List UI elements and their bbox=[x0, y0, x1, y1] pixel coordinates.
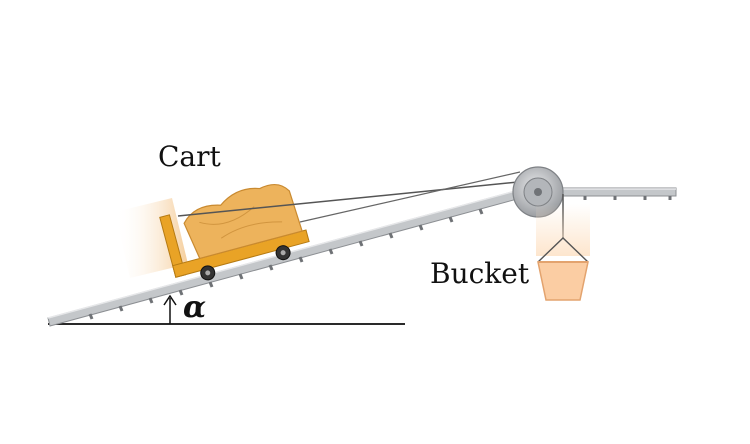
bucket-label: Bucket bbox=[430, 257, 530, 290]
cart-load bbox=[183, 184, 303, 260]
cart-label: Cart bbox=[158, 140, 221, 173]
angle-alpha-label: α bbox=[183, 290, 207, 325]
bucket-motion-blur bbox=[536, 204, 590, 256]
rope-incline bbox=[177, 179, 539, 217]
bucket bbox=[537, 237, 589, 301]
rope-incline-lower bbox=[299, 171, 521, 223]
cart bbox=[159, 184, 310, 281]
angle-arrow bbox=[163, 294, 177, 324]
